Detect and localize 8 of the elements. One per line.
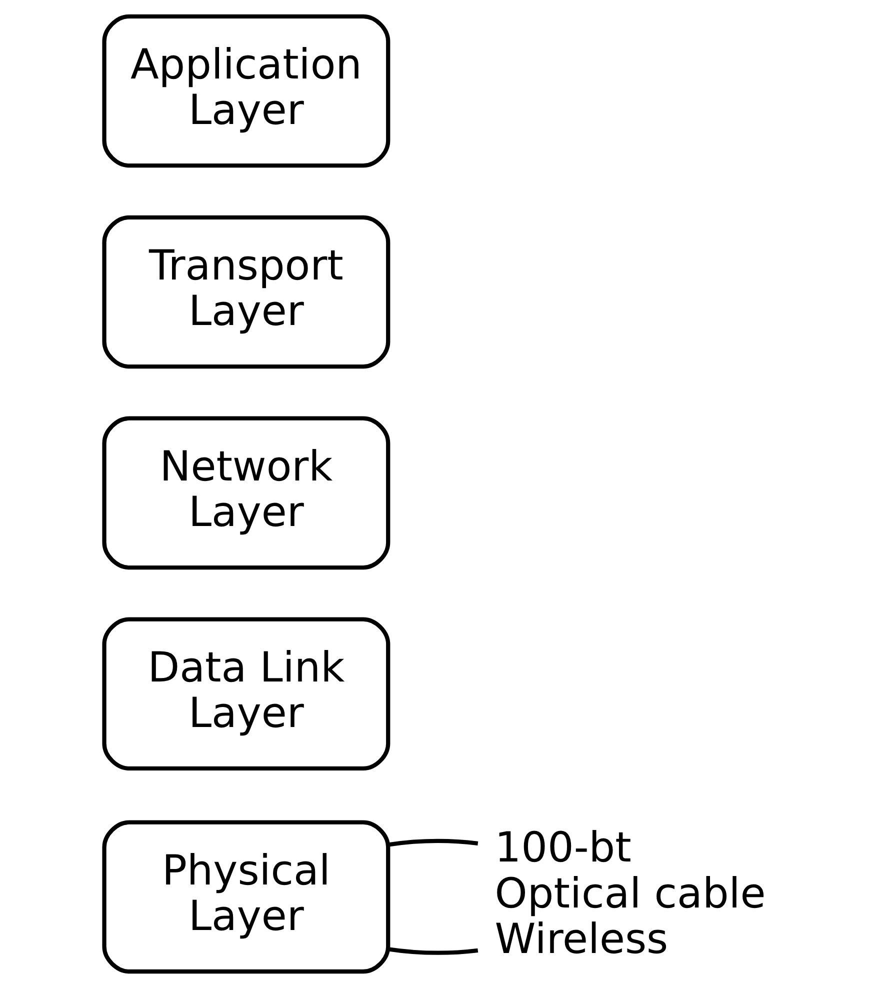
- node-box: Application Layer: [102, 14, 390, 168]
- node-box: Network Layer: [102, 416, 390, 570]
- connector: [388, 838, 478, 847]
- node-text: 100-bt Optical cable Wireless: [494, 824, 766, 963]
- node-box: Data Link Layer: [102, 617, 390, 771]
- node-box: Transport Layer: [102, 215, 390, 369]
- node-box: Physical Layer: [102, 820, 390, 974]
- connector: [388, 947, 478, 955]
